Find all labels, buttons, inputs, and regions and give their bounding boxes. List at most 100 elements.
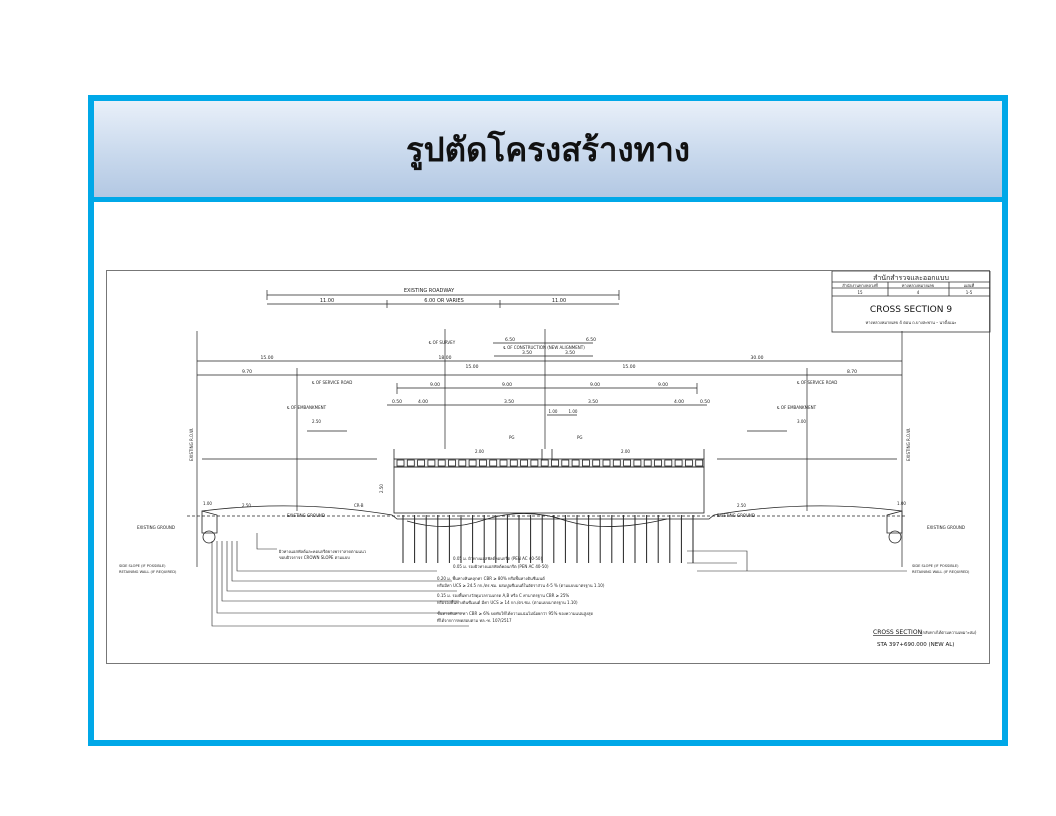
dim-e300: 3.00: [797, 419, 806, 424]
dim-pgv-a: 2.00: [475, 449, 484, 454]
dim-m-d: 2.50: [737, 503, 746, 508]
tb-route: ทางหลวงหมายเลข 4 ตอน ถ.บางสะพาน – นาตั้ง…: [866, 318, 957, 325]
pier-cell: [448, 459, 456, 467]
label-row-right: EXISTING R.O.W.: [906, 428, 911, 461]
layer-8: ที่ได้จากการทดสอบตาม ทล.-ท. 107/2517: [437, 618, 512, 623]
pier-cell: [674, 459, 683, 467]
drawing-sheet: สำนักสำรวจและออกแบบ สำนักงานทางหลวงที่ ท…: [106, 270, 991, 664]
label-ground-d: EXISTING GROUND: [927, 525, 965, 530]
label-embankment-right: ℄ OF EMBANKMENT: [777, 405, 817, 410]
dim-roadway: EXISTING ROADWAY: [404, 288, 455, 294]
pier-cell: [654, 459, 662, 467]
tb-agency: สำนักสำรวจและออกแบบ: [873, 274, 949, 282]
section-label: CROSS SECTION: [873, 629, 922, 636]
pier-cell: [561, 459, 570, 467]
label-ground-b: EXISTING GROUND: [287, 513, 325, 518]
pier-cell: [406, 459, 415, 467]
note-side-slope-left: SIDE SLOPE (IF POSSIBLE): [119, 564, 166, 568]
dim-m-c: 2.50: [242, 503, 251, 508]
dim-l9: 9.70: [242, 369, 252, 375]
tb-section-name: CROSS SECTION 9: [870, 305, 952, 315]
pier-cell: [540, 459, 549, 467]
dim-s900c: 9.00: [590, 382, 600, 388]
tb-col-2: ทางหลวงหมายเลข: [902, 283, 935, 288]
pier-cell: [520, 459, 529, 467]
tb-val-2: 4: [917, 290, 920, 295]
dim-r2: 6.00 OR VARIES: [424, 298, 464, 304]
pier-cell: [489, 459, 498, 467]
pier-cell: [592, 459, 601, 467]
pier-cell: [458, 459, 467, 467]
pier-cell: [581, 459, 590, 467]
dim-s900a: 9.00: [430, 382, 440, 388]
pier-cell: [530, 459, 539, 467]
pile-row: [402, 515, 694, 563]
dim-left-mid: 18.00: [439, 355, 452, 361]
title-block: [831, 270, 991, 333]
slide-title: รูปตัดโครงสร้างทาง: [405, 130, 691, 169]
dim-e250: 2.50: [312, 419, 321, 424]
layer-3: 0.20 ม. พื้นทางหินคลุกค่า CBR ≥ 80% หรือ…: [437, 574, 545, 582]
dim-m-b: 1.00: [897, 501, 906, 506]
dim-650b: 6.50: [586, 337, 596, 343]
section-note: (กลับทางได้ตามความเหมาะสม): [921, 630, 977, 635]
pier-cell: [664, 459, 673, 467]
pier-cell: [499, 459, 508, 467]
pier-cell: [417, 459, 426, 467]
note-left-1: ผิวทางแอสฟัลต์และคอนกรีตยางพาราลาดตามแนว: [278, 549, 366, 554]
pier-cell: [478, 459, 487, 467]
layer-6: หรือรองพื้นทางดินซีเมนต์ มีค่า UCS ≥ 14 …: [437, 598, 578, 605]
leader-lines: [211, 533, 907, 627]
tb-col-1: สำนักงานทางหลวงที่: [842, 283, 878, 288]
label-service-road-left: ℄ OF SERVICE ROAD: [312, 380, 352, 385]
pier-cell: [633, 459, 642, 467]
label-pg-right: PG: [577, 435, 583, 440]
pier-cell: [551, 459, 559, 467]
dim-left-total: 15.00: [261, 355, 274, 361]
pier-cell: [437, 459, 446, 467]
dim-side-a: 0.50: [392, 399, 402, 405]
dim-side-b: 0.50: [700, 399, 710, 405]
dim-lane-a: 4.00: [418, 399, 428, 405]
dim-m-a: 1.00: [203, 501, 212, 506]
dim-lane-d: 4.00: [674, 399, 684, 405]
note-left-2: ขอบผิวจราจร CROWN SLOPE ตามแบบ: [279, 555, 350, 560]
pier-cell: [612, 459, 621, 467]
dim-s900d: 9.00: [658, 382, 668, 388]
pier-cell: [695, 459, 704, 467]
road-structure: [187, 449, 907, 544]
tb-col-3: แผ่นที่: [964, 283, 975, 288]
dim-c1500b: 15.00: [623, 364, 636, 370]
label-cr: CR-B: [354, 503, 364, 508]
label-pg-left: PG: [509, 435, 515, 440]
pier-row: [396, 459, 704, 467]
dim-s900b: 9.00: [502, 382, 512, 388]
pier-cell: [427, 459, 436, 467]
pier-cell: [643, 459, 652, 467]
label-embankment-left: ℄ OF EMBANKMENT: [287, 405, 327, 410]
label-ground-a: EXISTING GROUND: [137, 525, 175, 530]
dim-650a: 6.50: [505, 337, 515, 343]
layer-4: หรือมีค่า UCS ≥ 24.5 กก./ตร.ซม. ผสมปูนซี…: [437, 583, 605, 589]
pier-cell: [468, 459, 477, 467]
dim-height: 2.50: [379, 484, 384, 493]
layer-2: 0.05 ม. รองผิวทางแอสฟัลต์คอนกรีต (PEN AC…: [453, 564, 549, 569]
note-retain-left: RETAINING WALL (IF REQUIRED): [119, 570, 177, 574]
label-ground-c: EXISTING GROUND: [717, 513, 755, 518]
dim-350b: 3.50: [565, 350, 575, 356]
dim-r9: 8.70: [847, 369, 857, 375]
dim-r3: 11.00: [552, 298, 566, 304]
pier-cell: [602, 459, 611, 467]
label-row-left: EXISTING R.O.W.: [189, 428, 194, 461]
note-side-slope-right: SIDE SLOPE (IF POSSIBLE): [912, 564, 959, 568]
pier-cell: [396, 459, 405, 467]
dim-c1500a: 15.00: [466, 364, 479, 370]
dimension-lines: [196, 290, 903, 567]
layer-1: 0.05 ม. ผิวทางแอสฟัลต์คอนกรีต (PEN AC 40…: [453, 556, 542, 561]
layer-7: ชั้นทางคันทาง ค่า CBR ≥ 6% บดทับให้ได้คว…: [437, 609, 593, 617]
cross-section-drawing: สำนักสำรวจและออกแบบ สำนักงานทางหลวงที่ ท…: [119, 270, 991, 648]
dim-pgv-b: 2.00: [621, 449, 630, 454]
tb-val-3: 1-5: [966, 290, 973, 295]
dim-small-b: 1.00: [569, 409, 578, 414]
label-service-road-right: ℄ OF SERVICE ROAD: [797, 380, 837, 385]
